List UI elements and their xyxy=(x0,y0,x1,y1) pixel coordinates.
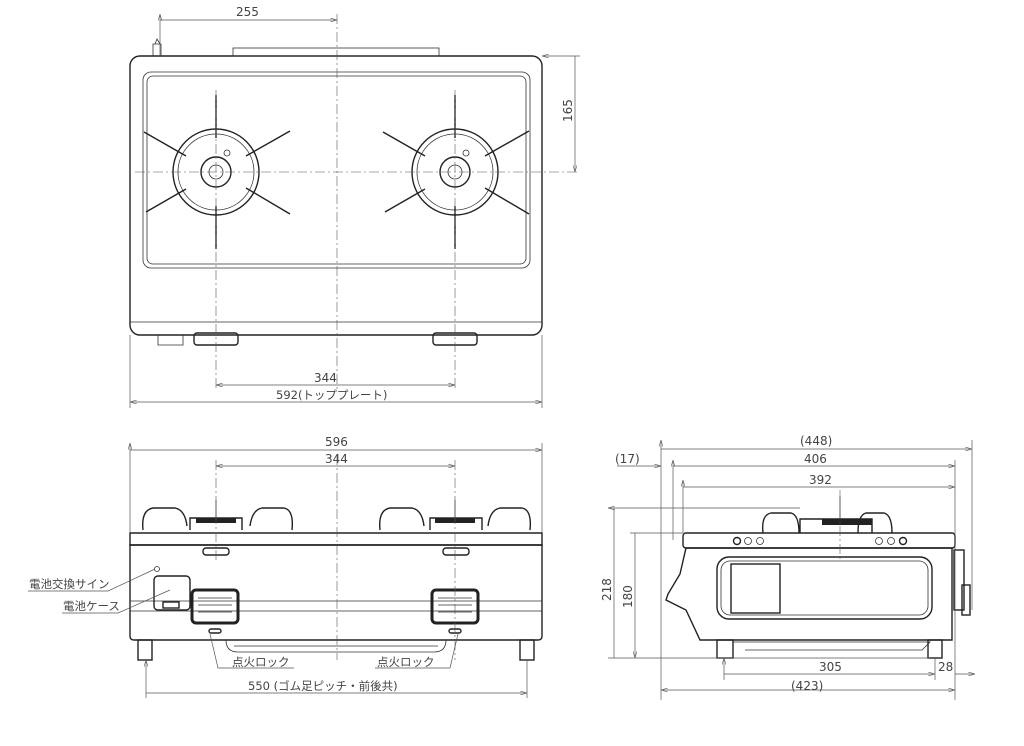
dim-423: (423) xyxy=(791,679,823,693)
dim-218: 218 xyxy=(600,578,614,601)
dim-596: 596 xyxy=(325,435,348,449)
dim-392: 392 xyxy=(809,473,832,487)
label-battery-sign: 電池交換サイン xyxy=(29,577,110,591)
dim-592: 592(トッププレート) xyxy=(276,388,387,402)
dim-448: (448) xyxy=(800,434,832,448)
dim-17: (17) xyxy=(615,452,640,466)
battery-sign-indicator xyxy=(154,566,160,572)
dim-305: 305 xyxy=(819,660,842,674)
side-view: (448) (17) 406 392 218 180 305 28 (423) xyxy=(600,434,975,700)
dim-180: 180 xyxy=(621,585,635,608)
label-ignition-lock-right: 点火ロック xyxy=(377,655,435,669)
label-battery-case: 電池ケース xyxy=(63,599,120,613)
dim-165: 165 xyxy=(561,99,575,122)
top-view: 255 165 344 592(トッププレート) xyxy=(129,5,580,408)
ignition-knob-left[interactable] xyxy=(190,588,240,625)
dim-28: 28 xyxy=(938,660,953,674)
front-view: 596 344 550 (ゴム足ピッチ・前後共) 電池交換サイン 電池ケース 点… xyxy=(28,435,542,698)
dim-255: 255 xyxy=(236,5,259,19)
label-ignition-lock-left: 点火ロック xyxy=(232,655,290,669)
dim-550: 550 (ゴム足ピッチ・前後共) xyxy=(248,679,398,693)
grate-left xyxy=(142,500,294,531)
battery-case xyxy=(153,575,191,611)
dim-344-top: 344 xyxy=(314,371,337,385)
dim-406: 406 xyxy=(804,452,827,466)
dim-344-front: 344 xyxy=(325,452,348,466)
